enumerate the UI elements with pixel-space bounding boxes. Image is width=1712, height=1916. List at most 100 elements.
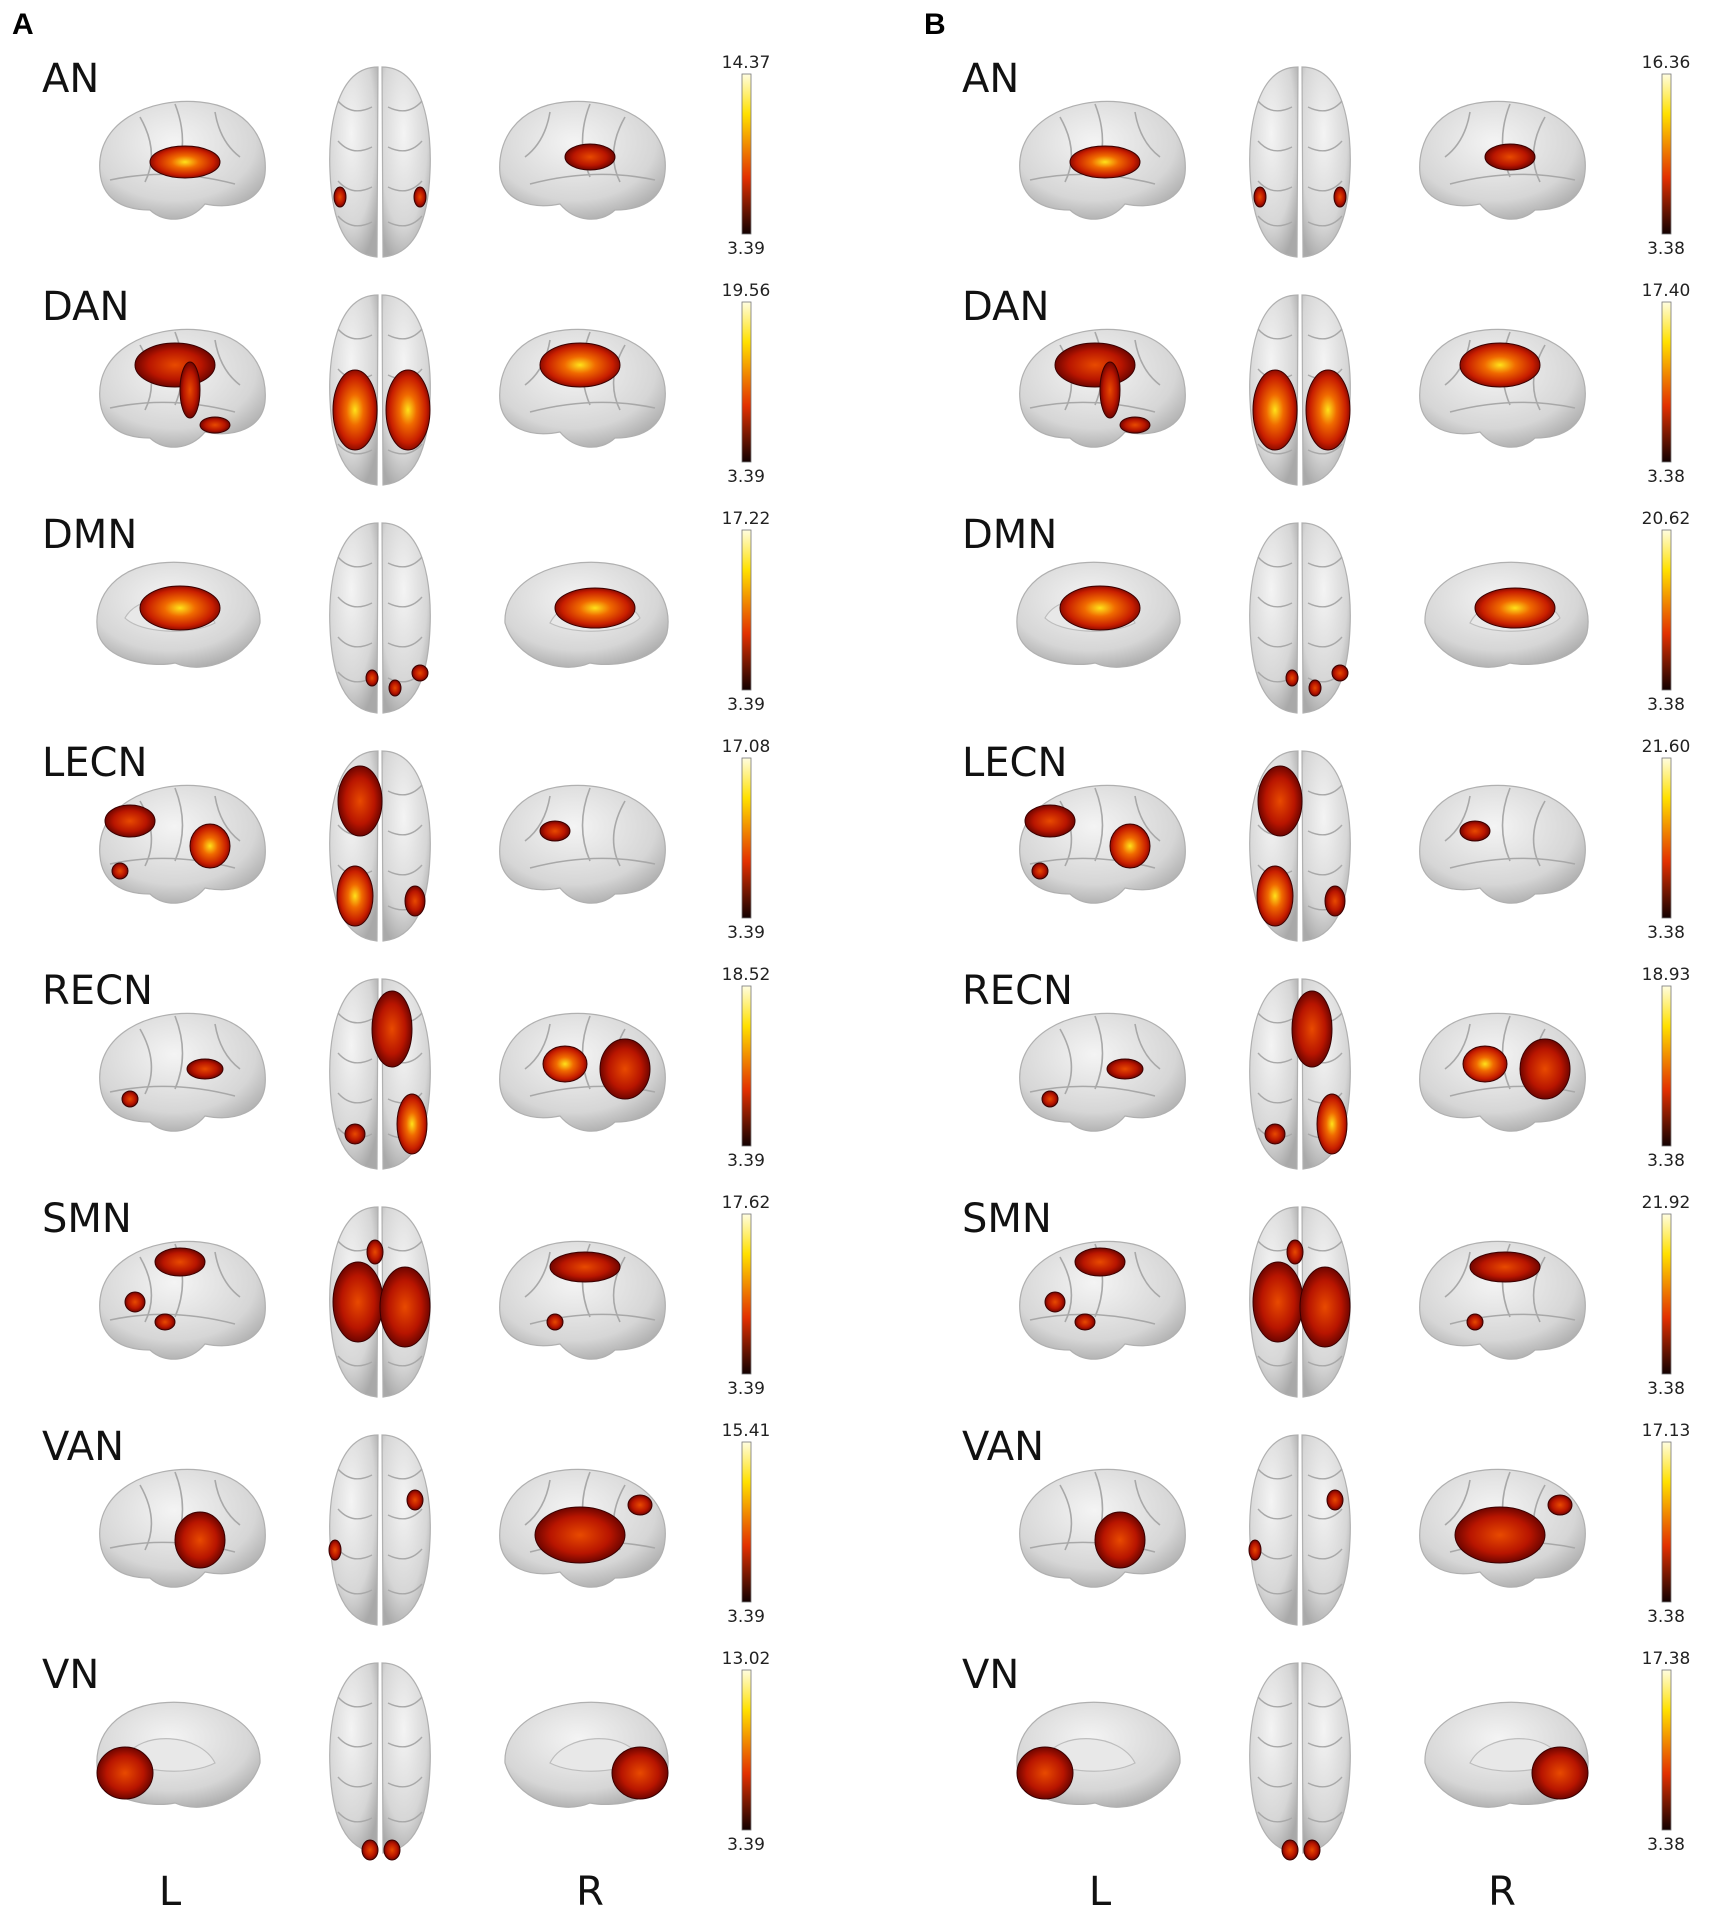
sulcus-line	[337, 1468, 373, 1480]
dorsal-left-hemisphere	[329, 522, 379, 714]
sulcus-line	[1257, 328, 1293, 340]
sulcus-line	[1257, 1776, 1293, 1788]
activation-cluster	[1024, 804, 1076, 838]
activation-cluster	[564, 143, 616, 171]
activation-cluster	[344, 1123, 366, 1145]
colorbar-gradient	[741, 1669, 752, 1831]
sulcus-line	[139, 1028, 153, 1095]
sulcus-line	[387, 556, 423, 568]
sulcus-line	[1257, 1052, 1293, 1064]
activation-cluster	[1459, 342, 1541, 388]
activation-cluster	[1326, 1489, 1344, 1511]
activation-cluster	[1106, 1058, 1144, 1080]
sulcus-line	[1257, 1736, 1293, 1748]
colorbar-max-label: 17.38	[1642, 1649, 1691, 1669]
sulcus-line	[1257, 443, 1293, 455]
sulcus-line	[387, 636, 423, 648]
sulcus-line	[387, 1355, 423, 1367]
activation-cluster	[154, 1247, 206, 1277]
colorbar-max-label: 17.22	[722, 509, 771, 529]
colorbar-max-label: 17.40	[1642, 281, 1691, 301]
activation-cluster	[1303, 1839, 1321, 1861]
network-label: RECN	[42, 968, 153, 1014]
activation-cluster	[371, 990, 413, 1068]
sulcus-line	[1257, 1696, 1293, 1708]
sulcus-line	[337, 1052, 373, 1064]
network-label: VAN	[42, 1424, 124, 1470]
sulcus-line	[1307, 1240, 1343, 1252]
network-label: VN	[962, 1652, 1019, 1698]
activation-cluster	[1094, 1511, 1146, 1569]
activation-cluster	[411, 664, 429, 682]
colorbar: 21.603.38	[1642, 737, 1691, 943]
sulcus-line	[581, 787, 591, 862]
sulcus-line	[1059, 1028, 1073, 1095]
activation-cluster	[328, 1539, 342, 1561]
sulcus-line	[1029, 401, 1156, 413]
activation-cluster	[337, 765, 383, 837]
activation-cluster	[1285, 669, 1299, 687]
activation-cluster	[406, 1489, 424, 1511]
colorbar-gradient	[1661, 301, 1672, 463]
sulcus-line	[214, 1251, 241, 1298]
activation-cluster	[149, 145, 221, 179]
sulcus-line	[1501, 103, 1511, 178]
activation-cluster	[1324, 885, 1346, 917]
panel-letter: A	[12, 8, 34, 41]
sulcus-line	[524, 795, 551, 842]
sulcus-line	[1307, 1736, 1343, 1748]
sulcus-line	[1444, 1479, 1471, 1526]
activation-cluster	[1281, 1839, 1299, 1861]
dorsal-left-hemisphere	[1249, 66, 1299, 258]
colorbar: 13.023.39	[722, 1649, 771, 1855]
activation-cluster	[383, 1839, 401, 1861]
activation-cluster	[1286, 1239, 1304, 1265]
colorbar-min-label: 3.38	[1647, 467, 1685, 487]
colorbar: 15.413.39	[722, 1421, 771, 1627]
lateral-brain-surface	[499, 1240, 666, 1360]
colorbar: 17.40 3.38	[1642, 281, 1691, 487]
sulcus-line	[1307, 824, 1343, 836]
dorsal-left-hemisphere	[329, 1662, 379, 1854]
sulcus-line	[387, 215, 423, 227]
network-row-lecn: LECN 21.603.38	[962, 737, 1690, 943]
sulcus-line	[214, 339, 241, 386]
lateral-brain-surface	[99, 784, 266, 904]
sulcus-line	[387, 100, 423, 112]
sulcus-line	[214, 795, 241, 842]
sulcus-line	[1094, 787, 1104, 862]
dorsal-right-hemisphere	[381, 66, 431, 258]
activation-cluster	[385, 369, 431, 451]
colorbar-min-label: 3.38	[1647, 695, 1685, 715]
network-label: LECN	[962, 740, 1067, 786]
activation-cluster	[1519, 1038, 1571, 1100]
activation-cluster	[1308, 679, 1322, 697]
sulcus-line	[1307, 100, 1343, 112]
sulcus-line	[337, 1776, 373, 1788]
colorbar: 17.623.39	[722, 1193, 771, 1399]
sulcus-line	[387, 140, 423, 152]
sulcus-line	[1257, 1468, 1293, 1480]
sulcus-line	[337, 556, 373, 568]
colorbar-max-label: 21.60	[1642, 737, 1691, 757]
colorbar-gradient	[741, 757, 752, 919]
sulcus-line	[1257, 596, 1293, 608]
sulcus-line	[1307, 215, 1343, 227]
colorbar-max-label: 17.08	[722, 737, 771, 757]
activation-cluster	[121, 1090, 139, 1108]
colorbar-min-label: 3.39	[727, 1835, 765, 1855]
lateral-brain-surface	[1019, 1012, 1186, 1132]
network-label: SMN	[962, 1196, 1052, 1242]
colorbar-max-label: 17.13	[1642, 1421, 1691, 1441]
sulcus-line	[1449, 857, 1576, 869]
sulcus-line	[387, 1548, 423, 1560]
network-label: LECN	[42, 740, 147, 786]
colorbar-max-label: 21.92	[1642, 1193, 1691, 1213]
sulcus-line	[529, 401, 656, 413]
activation-cluster	[139, 585, 221, 631]
sulcus-line	[612, 1256, 626, 1323]
